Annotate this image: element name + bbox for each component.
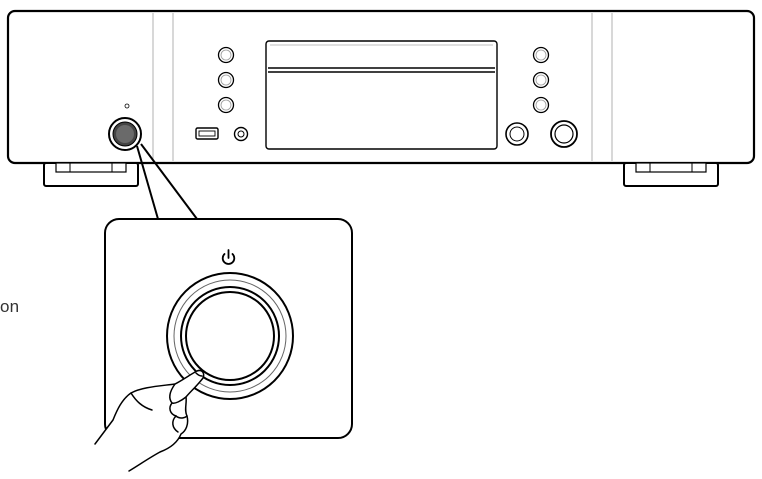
headphone-jack[interactable]: [233, 126, 249, 142]
power-icon: [221, 249, 236, 265]
callout-lines: [136, 143, 198, 220]
left-foot: [43, 162, 139, 187]
round-control-small[interactable]: [505, 122, 529, 146]
display-window: [265, 40, 498, 150]
disc-tray-display: [265, 40, 498, 150]
right-button-2[interactable]: [532, 71, 550, 89]
left-button-2[interactable]: [217, 71, 235, 89]
right-foot: [623, 162, 719, 187]
usb-port-icon[interactable]: [195, 127, 219, 140]
left-button-column: [217, 46, 235, 114]
left-button-1[interactable]: [217, 46, 235, 64]
zoom-callout: [104, 218, 353, 439]
round-control-large[interactable]: [550, 120, 578, 148]
power-knob[interactable]: [108, 117, 142, 151]
power-indicator: [124, 103, 130, 109]
right-button-1[interactable]: [532, 46, 550, 64]
side-label-on: on: [0, 297, 20, 316]
left-button-3[interactable]: [217, 96, 235, 114]
hand-icon: [94, 369, 205, 472]
right-button-3[interactable]: [532, 96, 550, 114]
device-feet: [43, 162, 719, 187]
right-button-column: [532, 46, 550, 114]
power-button[interactable]: [166, 272, 294, 400]
